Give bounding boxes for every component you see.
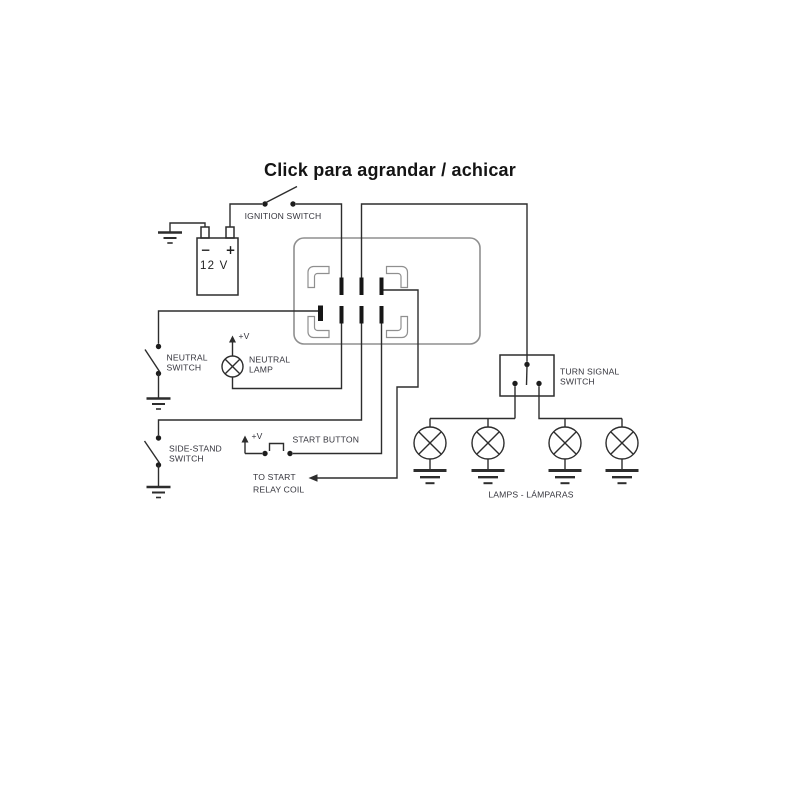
push-button-bridge-icon xyxy=(268,442,285,451)
wires xyxy=(157,203,622,482)
lamp-1 xyxy=(413,418,447,485)
side-stand-lever xyxy=(143,440,161,464)
ignition-switch: IGNITION SWITCH xyxy=(245,185,322,221)
wire-turn-signal-to-left-lamps xyxy=(430,386,516,420)
neutral-switch-contact-top xyxy=(155,343,162,350)
turn-signal-contact-left xyxy=(512,380,518,387)
pin-left xyxy=(318,305,323,321)
side-stand-label-line1: SIDE-STAND xyxy=(169,444,222,454)
wire-turn-signal-to-right-lamps xyxy=(538,386,622,420)
wire-ignition-to-connector xyxy=(295,203,343,278)
turn-signal-contact-right xyxy=(536,380,542,387)
turn-signal-box xyxy=(499,354,555,397)
battery-terminal-negative xyxy=(200,226,210,239)
wire-connector-to-neutral-switch xyxy=(157,310,318,344)
lamps-caption: LAMPS - LÁMPARAS xyxy=(488,490,573,500)
connector-outline xyxy=(293,237,481,345)
turn-signal-label-line1: TURN SIGNAL xyxy=(560,367,619,377)
up-arrow-icon xyxy=(229,335,236,343)
start-button-contact-left xyxy=(262,450,268,457)
ignition-switch-label: IGNITION SWITCH xyxy=(245,211,322,221)
bracket-top-left xyxy=(307,265,330,289)
start-relay-coil-note: TO START RELAY COIL xyxy=(253,472,304,495)
turn-signal-switch: TURN SIGNAL SWITCH xyxy=(499,354,619,397)
ground-icon xyxy=(548,469,582,485)
pin-top-3 xyxy=(379,277,384,295)
wire-connector-to-start-relay-coil xyxy=(317,289,419,479)
bracket-bottom-left xyxy=(307,315,330,339)
wire-connector-to-neutral-lamp xyxy=(231,323,343,390)
ground-icon xyxy=(471,469,505,485)
start-relay-label-line1: TO START xyxy=(253,472,296,482)
ignition-lever xyxy=(265,185,298,204)
neutral-lamp: +V NEUTRAL LAMP xyxy=(221,331,290,378)
lamp-2 xyxy=(471,418,505,485)
pin-bottom-1 xyxy=(339,306,344,324)
bracket-top-right xyxy=(385,265,409,289)
start-relay-arrowhead-icon xyxy=(308,474,318,482)
bracket-bottom-right xyxy=(385,315,409,339)
start-button: +V START BUTTON xyxy=(241,431,360,457)
wire-connector-to-side-stand xyxy=(157,323,363,436)
neutral-lamp-label-line2: LAMP xyxy=(249,365,273,375)
battery-voltage-label: 12 V xyxy=(200,260,228,272)
ignition-contact-right xyxy=(290,201,296,207)
turn-signal-lamps: LAMPS - LÁMPARAS xyxy=(413,418,639,500)
enlarge-title[interactable]: Click para agrandar / achicar xyxy=(264,160,516,180)
battery-plus-sign: + xyxy=(225,243,235,257)
neutral-switch: NEUTRAL SWITCH xyxy=(144,343,208,410)
pin-bottom-2 xyxy=(359,306,364,324)
lamp-cross-2 xyxy=(553,431,577,455)
battery-body xyxy=(196,237,239,296)
lamp-cross-2 xyxy=(610,431,634,455)
battery-minus-sign: − xyxy=(200,243,210,257)
start-button-contact-right xyxy=(287,450,293,457)
battery-terminal-positive xyxy=(225,226,235,239)
turn-signal-lever xyxy=(525,365,528,386)
ground-icon xyxy=(146,397,171,410)
up-arrow-icon xyxy=(241,435,249,443)
pin-top-2 xyxy=(359,277,364,295)
lamp-icon xyxy=(221,355,244,378)
wire-connector-to-start-button xyxy=(292,323,383,455)
side-stand-label-line2: SWITCH xyxy=(169,454,204,464)
pin-top-1 xyxy=(339,277,344,295)
connector-keying-brackets xyxy=(307,265,409,339)
turn-signal-label-line2: SWITCH xyxy=(560,377,595,387)
ground-icon xyxy=(158,231,182,244)
lamp-cross-2 xyxy=(418,431,442,455)
ground-icon xyxy=(146,485,171,499)
wire-battery-to-ignition xyxy=(229,203,263,227)
neutral-switch-label-line1: NEUTRAL xyxy=(167,353,208,363)
lamp-cross-2 xyxy=(224,358,241,375)
neutral-switch-lever xyxy=(144,349,161,372)
side-stand-contact-top xyxy=(155,435,162,441)
start-button-label: START BUTTON xyxy=(293,435,360,445)
turn-signal-contact-top xyxy=(524,361,530,368)
pin-bottom-3 xyxy=(379,306,384,324)
lamp-cross-2 xyxy=(476,431,500,455)
lamp-3 xyxy=(548,418,582,485)
lamp-4 xyxy=(605,418,639,485)
neutral-switch-label-line2: SWITCH xyxy=(167,363,202,373)
connector-pins xyxy=(318,277,384,324)
neutral-lamp-label-line1: NEUTRAL xyxy=(249,355,290,365)
side-stand-switch: SIDE-STAND SWITCH xyxy=(143,435,222,499)
battery-ground-wire xyxy=(169,222,206,232)
ground-icon xyxy=(605,469,639,485)
battery: − + 12 V xyxy=(158,222,239,296)
relay-connector xyxy=(293,237,481,345)
ground-icon xyxy=(413,469,447,485)
wire-connector-to-turn-signal xyxy=(360,203,528,362)
start-relay-label-line2: RELAY COIL xyxy=(253,485,304,495)
start-button-plusv-label: +V xyxy=(252,431,263,441)
neutral-lamp-plusv-label: +V xyxy=(239,331,250,341)
